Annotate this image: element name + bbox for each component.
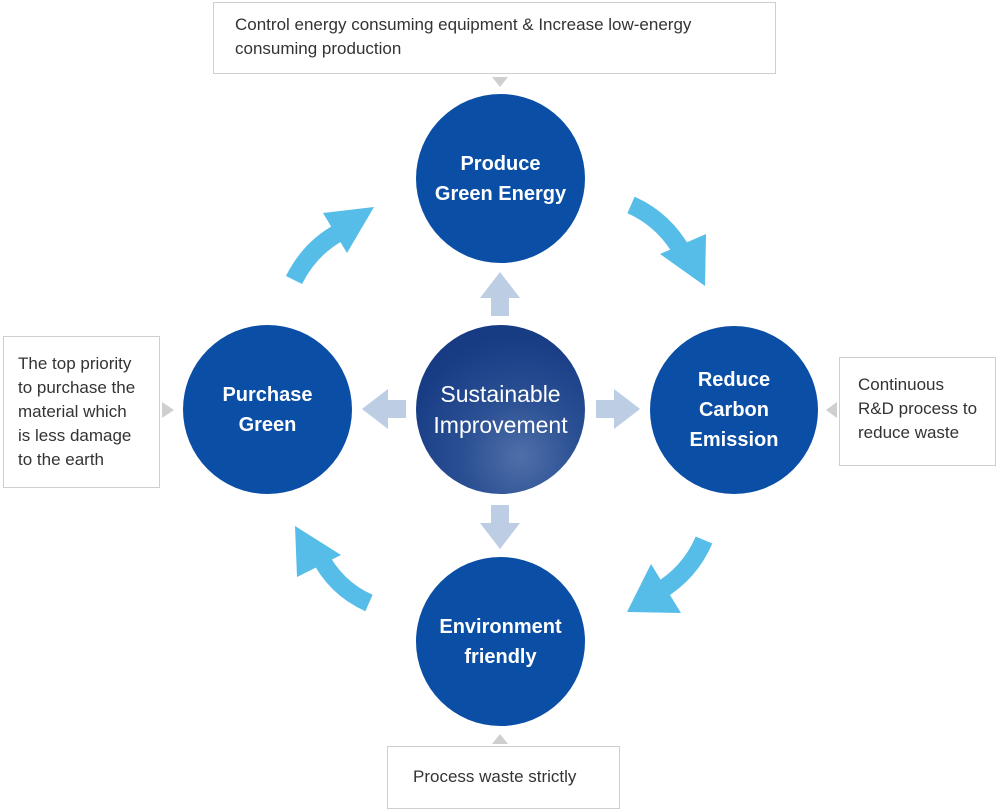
cycle-arrow-bottom-left (295, 526, 373, 612)
node-left-label: Purchase Green (222, 383, 313, 436)
node-sustainable-improvement: Sustainable Improvement (416, 325, 585, 494)
node-environment-friendly: Environment friendly (416, 557, 585, 726)
center-arrow-up (480, 272, 520, 316)
note-right-text: Continuous R&D process to reduce waste (858, 375, 978, 442)
pointer-top (492, 77, 508, 87)
note-right: Continuous R&D process to reduce waste (839, 357, 996, 466)
pointer-left (162, 402, 174, 418)
node-reduce-carbon-emission: Reduce Carbon Emission (650, 326, 818, 494)
node-purchase-green: Purchase Green (183, 325, 352, 494)
note-top-text: Control energy consuming equipment & Inc… (235, 15, 692, 58)
node-bottom-label: Environment friendly (439, 615, 562, 668)
note-left-text: The top priority to purchase the materia… (18, 354, 136, 469)
note-bottom-text: Process waste strictly (413, 767, 577, 786)
center-label: Sustainable Improvement (433, 380, 568, 438)
note-top: Control energy consuming equipment & Inc… (213, 2, 776, 74)
center-arrow-down (480, 505, 520, 549)
note-bottom: Process waste strictly (387, 746, 620, 809)
cycle-arrow-top-left (285, 207, 374, 285)
cycle-arrow-top-right (627, 196, 706, 286)
note-left: The top priority to purchase the materia… (3, 336, 160, 488)
pointer-right (826, 402, 837, 418)
node-right-label: Reduce Carbon Emission (689, 369, 779, 451)
pointer-bottom (492, 734, 508, 744)
cycle-arrow-bottom-right (627, 536, 713, 613)
node-top-label: Produce Green Energy (434, 152, 567, 205)
center-arrow-right (596, 389, 640, 429)
center-arrow-left (362, 389, 406, 429)
node-produce-green-energy: Produce Green Energy (416, 94, 585, 263)
